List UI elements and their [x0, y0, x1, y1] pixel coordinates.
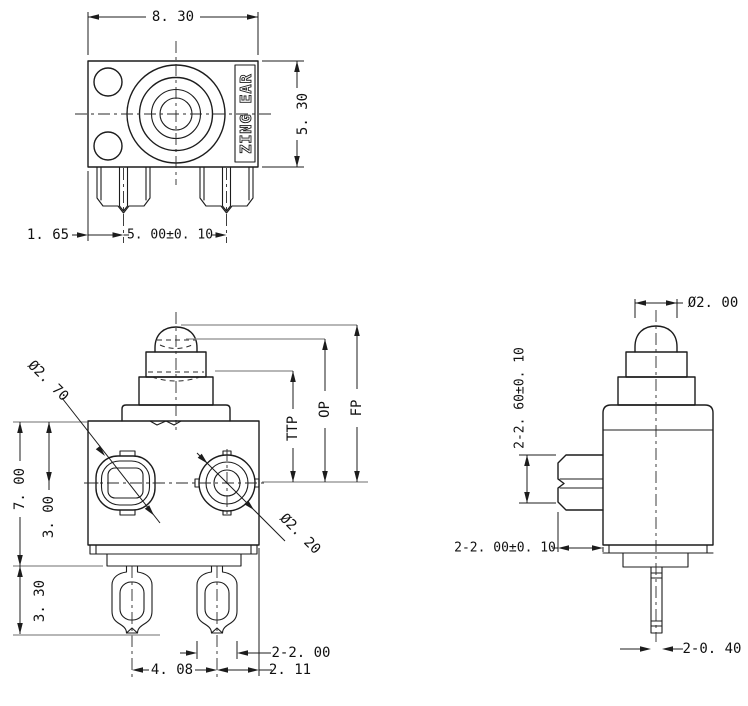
- side-view: Ø2. 00 2-2. 60±0. 10 2-2. 00±0. 10 2-0. …: [454, 295, 741, 657]
- dim-front-bottom: 4. 08 2-2. 00 2. 11: [132, 548, 331, 678]
- side-boss: [557, 454, 604, 511]
- front-base-plate: [89, 544, 258, 555]
- top-mount-hole-1: [93, 67, 123, 97]
- dim-top-height: 5. 30: [262, 60, 311, 168]
- dim-terminal-length-text: 3. 30: [32, 580, 48, 622]
- dim-boss-depth-text: 2-2. 00±0. 10: [454, 541, 556, 556]
- side-plunger: [617, 325, 696, 406]
- dim-top-terminals: 1. 65 5. 00±0. 10: [27, 171, 227, 243]
- side-base-step: [622, 552, 689, 568]
- dim-left-hole-dia-text: Ø2. 70: [24, 357, 71, 404]
- front-body: [87, 420, 260, 567]
- front-terminal-left: [111, 565, 153, 677]
- dim-travel-positions: TTP OP FP: [181, 324, 368, 483]
- dim-ttp-text: TTP: [285, 416, 301, 441]
- dim-boss-depth: 2-2. 00±0. 10: [454, 512, 604, 556]
- dim-boss-height-text: 2-2. 60±0. 10: [513, 347, 528, 449]
- dim-fp-text: FP: [349, 400, 365, 417]
- side-base-plate: [602, 544, 714, 554]
- brand-text: ZING EAR: [237, 73, 255, 153]
- dim-plunger-dia: Ø2. 00: [634, 295, 739, 318]
- side-body: [602, 404, 714, 568]
- front-base-step: [106, 553, 242, 567]
- front-view: 7. 00 3. 00 3. 30 Ø2. 70 Ø2. 20: [12, 312, 368, 678]
- dim-top-height-text: 5. 30: [295, 93, 311, 135]
- side-pin: [650, 566, 663, 634]
- dim-terminal-pitch-text: 5. 00±0. 10: [127, 228, 213, 243]
- dim-top-width: 8. 30: [87, 9, 259, 55]
- leader-hole-right: Ø2. 20: [196, 452, 324, 558]
- dim-boss-height: 2-2. 60±0. 10: [513, 347, 556, 504]
- dim-terminal-width-text: 2-2. 00: [271, 645, 330, 661]
- top-body-outline: [87, 60, 259, 168]
- front-terminal-right: [196, 565, 238, 678]
- top-terminal-left: [96, 166, 151, 214]
- dim-terminal-pitch-front-text: 4. 08: [151, 662, 193, 678]
- front-plunger: [121, 312, 231, 430]
- dim-top-width-text: 8. 30: [152, 9, 194, 25]
- dim-op-text: OP: [317, 401, 333, 418]
- dim-hole-offset-text: 3. 00: [41, 496, 57, 538]
- dim-plunger-dia-text: Ø2. 00: [688, 295, 739, 311]
- dim-front-left: 7. 00 3. 00 3. 30: [12, 421, 160, 636]
- dim-pin-width-text: 2-0. 40: [682, 641, 741, 657]
- dim-edge-offset-text: 2. 11: [269, 662, 311, 678]
- dim-body-height-text: 7. 00: [12, 468, 28, 510]
- dim-pin-width: 2-0. 40: [620, 641, 742, 657]
- dim-right-hole-dia-text: Ø2. 20: [276, 510, 323, 557]
- top-mount-hole-2: [93, 131, 123, 161]
- brand-plate: [234, 64, 256, 163]
- dim-terminal-offset-text: 1. 65: [27, 227, 69, 243]
- top-view: ZING EAR 8. 30 5. 30 1. 65: [27, 9, 311, 243]
- top-centerlines: [75, 41, 272, 243]
- front-body-parting-mark: [149, 420, 182, 426]
